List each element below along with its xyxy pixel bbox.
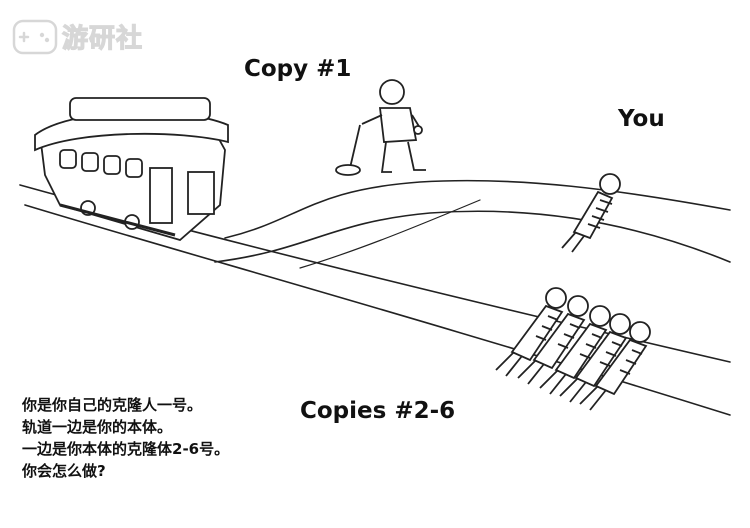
you-figure [561, 173, 621, 253]
caption: 你是你自己的克隆人一号。 轨道一边是你的本体。 一边是你本体的克隆体2-6号。 … [22, 394, 229, 482]
caption-line: 你是你自己的克隆人一号。 [22, 396, 203, 414]
label-copy1: Copy #1 [244, 56, 352, 82]
copy1-figure [335, 79, 426, 176]
label-copies: Copies #2-6 [300, 398, 456, 424]
watermark-text: 游研社 [61, 23, 144, 54]
trolley [34, 97, 229, 242]
upper-track [214, 179, 731, 263]
caption-line: 你会怎么做? [22, 462, 106, 480]
watermark-logo: 游研社 [12, 18, 143, 55]
label-you: You [618, 106, 665, 132]
gamepad-icon [12, 19, 58, 54]
caption-line: 轨道一边是你的本体。 [22, 418, 173, 436]
caption-line: 一边是你本体的克隆体2-6号。 [22, 440, 230, 458]
copies-figures [495, 287, 651, 411]
